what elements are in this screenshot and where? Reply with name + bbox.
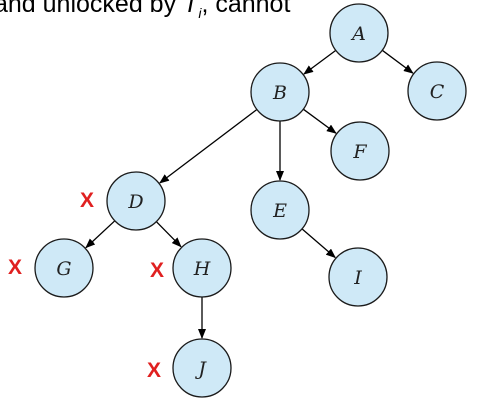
node-d: D xyxy=(106,171,166,231)
node-label: H xyxy=(193,258,211,280)
caption-lock-var: T xyxy=(183,0,199,18)
node-g: G xyxy=(34,238,94,298)
x-mark-d: X xyxy=(80,189,94,212)
node-circle xyxy=(34,238,94,298)
edges-layer xyxy=(85,49,414,339)
edge-a-b xyxy=(303,49,337,75)
node-circle xyxy=(330,121,390,181)
node-label: C xyxy=(430,81,445,103)
edge-b-f xyxy=(302,108,337,134)
edge-e-i xyxy=(301,228,336,259)
node-circle xyxy=(172,238,232,298)
node-circle xyxy=(250,62,310,122)
marks-layer: X X X X xyxy=(8,189,164,382)
edge-b-d xyxy=(159,108,258,184)
node-circle xyxy=(106,171,166,231)
node-label: I xyxy=(353,267,362,289)
node-h: H xyxy=(172,238,232,298)
caption-lock-sub: i xyxy=(198,5,202,21)
node-i: I xyxy=(328,247,388,307)
node-label: J xyxy=(194,358,207,380)
node-circle xyxy=(250,180,310,240)
node-label: B xyxy=(272,82,287,104)
node-circle xyxy=(328,247,388,307)
caption-text: and unlocked by Ti, cannot xyxy=(0,0,290,27)
x-mark-j: X xyxy=(147,359,161,382)
caption-prefix: and unlocked by xyxy=(0,0,184,18)
edge-d-g xyxy=(85,220,116,249)
nodes-layer: A B C D E F G H I J xyxy=(34,3,467,398)
node-label: F xyxy=(352,141,367,163)
x-mark-h: X xyxy=(150,259,164,282)
x-mark-g: X xyxy=(8,256,22,279)
node-j: J xyxy=(172,338,232,398)
node-label: G xyxy=(56,258,71,280)
edge-d-h xyxy=(155,221,182,248)
node-label: A xyxy=(350,23,366,45)
node-a: A xyxy=(329,3,389,63)
node-c: C xyxy=(407,61,467,121)
node-b: B xyxy=(250,62,310,122)
node-circle xyxy=(329,3,389,63)
node-circle xyxy=(172,338,232,398)
caption-suffix: , cannot xyxy=(201,0,291,18)
edge-a-c xyxy=(381,49,414,74)
node-circle xyxy=(407,61,467,121)
node-label: D xyxy=(127,191,143,213)
node-label: E xyxy=(272,200,287,222)
node-e: E xyxy=(250,180,310,240)
node-f: F xyxy=(330,121,390,181)
